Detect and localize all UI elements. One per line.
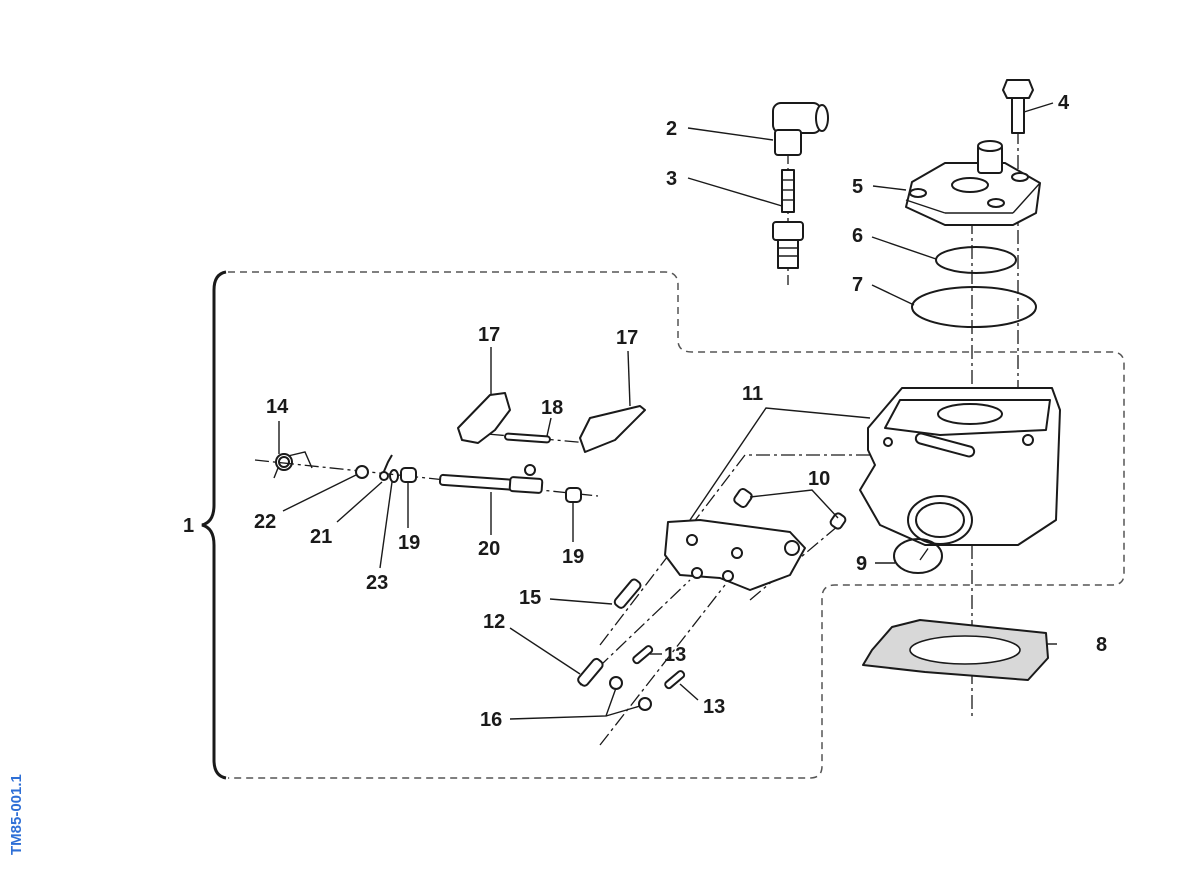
callout-13b: 13 bbox=[703, 696, 725, 718]
callout-12: 12 bbox=[483, 611, 505, 633]
callout-14: 14 bbox=[266, 396, 289, 418]
callout-7: 7 bbox=[852, 274, 863, 296]
callout-23: 23 bbox=[366, 572, 388, 594]
base-gasket-icon bbox=[862, 619, 1049, 681]
nut-icon bbox=[638, 697, 652, 711]
callout-1: 1 bbox=[183, 515, 194, 537]
spark-plug-cap-icon bbox=[772, 102, 829, 156]
lever-icon bbox=[379, 454, 393, 481]
head-bolt-icon bbox=[1002, 79, 1034, 134]
valve-shaft-icon bbox=[438, 464, 544, 494]
bushing-left-icon bbox=[400, 467, 417, 483]
stud-icon bbox=[632, 645, 654, 665]
callout-3: 3 bbox=[666, 168, 677, 190]
axis-valves bbox=[464, 431, 601, 445]
callout-10: 10 bbox=[808, 468, 830, 490]
stud-icon bbox=[664, 670, 686, 690]
callout-6: 6 bbox=[852, 225, 863, 247]
nut-icon bbox=[355, 465, 369, 479]
callout-9: 9 bbox=[856, 553, 867, 575]
spring-icon bbox=[273, 451, 313, 479]
callout-16: 16 bbox=[480, 709, 502, 731]
callout-15: 15 bbox=[519, 587, 541, 609]
callout-4: 4 bbox=[1058, 92, 1070, 114]
o-ring-small-icon bbox=[389, 469, 399, 483]
cylinder-icon bbox=[859, 387, 1061, 546]
callout-13a: 13 bbox=[664, 644, 686, 666]
leader-lines bbox=[278, 102, 1057, 720]
callout-20: 20 bbox=[478, 538, 500, 560]
exhaust-gasket-icon bbox=[893, 538, 943, 574]
document-id: TM85-001.1 bbox=[8, 774, 25, 855]
o-ring-inner-icon bbox=[935, 246, 1017, 274]
callout-19a: 19 bbox=[398, 532, 420, 554]
pin-icon bbox=[504, 432, 551, 444]
callout-5: 5 bbox=[852, 176, 863, 198]
exhaust-valve-right-icon bbox=[579, 405, 646, 453]
o-ring-outer-icon bbox=[911, 286, 1037, 328]
nut-icon bbox=[609, 676, 623, 690]
callout-2: 2 bbox=[666, 118, 677, 140]
bushing-right-icon bbox=[565, 487, 582, 503]
callout-18: 18 bbox=[541, 397, 563, 419]
screw-icon bbox=[613, 578, 642, 609]
cylinder-head-icon bbox=[905, 140, 1041, 226]
callout-17b: 17 bbox=[616, 327, 638, 349]
valve-cover-icon bbox=[664, 519, 806, 591]
callout-8: 8 bbox=[1096, 634, 1107, 656]
axis-cover-1 bbox=[599, 454, 870, 646]
exhaust-valve-left-icon bbox=[457, 392, 511, 444]
dowel-sleeve-icon bbox=[733, 488, 753, 508]
axis-cover-3 bbox=[599, 584, 726, 746]
callout-21: 21 bbox=[310, 526, 332, 548]
assembly-brace bbox=[201, 270, 227, 780]
callout-19b: 19 bbox=[562, 546, 584, 568]
callout-11: 11 bbox=[742, 383, 763, 405]
dowel-sleeve-icon bbox=[829, 512, 847, 530]
screw-icon bbox=[577, 657, 604, 687]
axis-shaft bbox=[254, 459, 599, 497]
callout-22: 22 bbox=[254, 511, 276, 533]
spark-plug-icon bbox=[772, 169, 804, 269]
callout-17a: 17 bbox=[478, 324, 500, 346]
